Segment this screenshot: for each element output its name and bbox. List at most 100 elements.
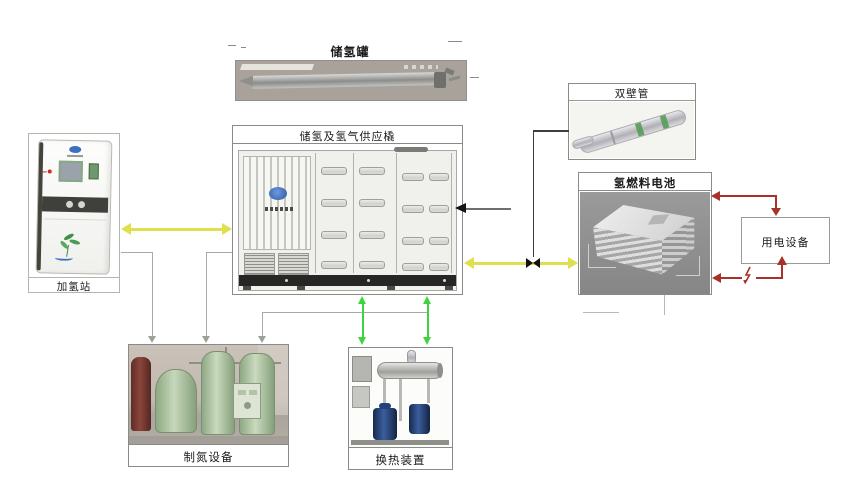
inlet-line [466, 208, 511, 210]
power-line [775, 195, 777, 209]
vent-louver [321, 167, 347, 175]
vent-louver [402, 173, 424, 181]
nitrogen-line [121, 252, 153, 253]
vent-louver [402, 263, 424, 271]
valve-icon [533, 258, 540, 268]
refueling-station-label: 加氢站 [56, 281, 92, 293]
inlet-arrowhead [455, 203, 466, 213]
skid-foot [445, 286, 453, 290]
pipe-link-line [533, 130, 569, 132]
pipe-body [578, 108, 688, 155]
power-equipment-label: 用电设备 [761, 236, 810, 249]
tank-nose-cone [239, 76, 253, 86]
hydrogen-arrowhead-right [568, 257, 578, 269]
nitrogen-line [206, 252, 207, 337]
vent-louver [321, 199, 347, 207]
hydrogen-arrowhead-right [222, 223, 232, 235]
hydrogen-tank-label: 储氢罐 [330, 45, 370, 59]
horizontal-tank [377, 362, 443, 379]
lightning-icon [743, 266, 751, 285]
card-reader [88, 163, 99, 180]
station-label-divider [29, 277, 119, 278]
pipe-drop [383, 379, 386, 409]
vent-louver [402, 237, 424, 245]
power-arrowhead-up [777, 256, 787, 265]
base-frame [351, 440, 449, 445]
border-dash [470, 77, 479, 78]
hose-port [77, 201, 86, 209]
container-photo [238, 147, 457, 292]
vent-louver [429, 205, 449, 213]
cabinet-window [249, 390, 257, 395]
sketch-line [588, 244, 616, 268]
pipe-green-ring [634, 122, 645, 137]
border-dash [448, 41, 462, 42]
sketch-line [676, 256, 700, 276]
storage-skid-label: 储氢及氢气供应橇 [299, 130, 396, 143]
vent-louver [429, 237, 449, 245]
dispenser-body [35, 139, 113, 275]
pipe-photo [570, 102, 694, 158]
nitrogen-photo [129, 345, 288, 444]
photo-marks [404, 65, 438, 69]
floor-shadow [129, 436, 288, 444]
tank-valve-end [434, 72, 446, 88]
heat-exchanger-node: 换热装置 [348, 347, 453, 470]
photo-highlight [239, 64, 315, 70]
door-seam [353, 153, 354, 273]
pipe-link-line [532, 130, 534, 257]
heat-arrowhead-down [423, 337, 431, 345]
pipe-drop [427, 379, 430, 403]
heat-arrowhead-up [423, 296, 431, 304]
heat-line [426, 303, 429, 337]
dispenser-mid-band [41, 196, 109, 213]
nitrogen-line [152, 252, 153, 337]
tank-valve-part [448, 75, 461, 82]
power-line [781, 264, 783, 279]
gray-cabinet [352, 356, 372, 382]
fuel-cell-title-band: 氢燃料电池 [579, 173, 711, 191]
vent-louver [359, 231, 385, 239]
heat-line [361, 303, 364, 337]
decal-wave [54, 254, 73, 261]
pipe-run [189, 362, 281, 364]
border-dash [228, 45, 236, 46]
grille-panel [278, 253, 309, 275]
grille-panel [244, 253, 275, 275]
blue-pump [409, 404, 430, 434]
power-line [756, 277, 783, 279]
fuel-cell-label: 氢燃料电池 [613, 176, 677, 190]
indicator-line [41, 171, 47, 173]
plant-decal [53, 232, 90, 268]
heat-exchanger-title-band: 换热装置 [349, 447, 452, 469]
hydrogen-arrowhead-left [121, 223, 131, 235]
nitrogen-arrowhead-down [148, 336, 156, 343]
heat-arrowhead-down [358, 337, 366, 345]
nitrogen-line [206, 252, 232, 253]
pipe-drop [399, 379, 402, 421]
skid-base [239, 275, 456, 286]
decal-leaf [68, 238, 81, 246]
heat-arrowhead-up [358, 296, 366, 304]
double-wall-pipe-node: 双壁管 [568, 83, 696, 160]
dispenser-logo-text-marks [67, 154, 84, 158]
vent-louver [359, 199, 385, 207]
brand-text-marks [265, 207, 293, 211]
storage-skid-title-band: 储氢及氢气供应橇 [233, 126, 462, 144]
container-roof-vent [394, 147, 428, 152]
skid-foot [297, 286, 305, 290]
tank-endcap [437, 363, 443, 378]
rib-panel [243, 156, 311, 250]
door-seam [396, 153, 397, 273]
tank-body [251, 72, 439, 89]
heat-exchanger-photo [349, 348, 452, 447]
power-line [719, 195, 777, 197]
base-dot [367, 279, 370, 282]
nitrogen-equipment-node: 制氮设备 [128, 344, 289, 467]
vent-louver [321, 231, 347, 239]
nitrogen-line [262, 312, 263, 337]
dispenser-screen [58, 160, 83, 183]
refueling-station-node: 加氢站 [28, 133, 120, 293]
vent-louver [429, 173, 449, 181]
